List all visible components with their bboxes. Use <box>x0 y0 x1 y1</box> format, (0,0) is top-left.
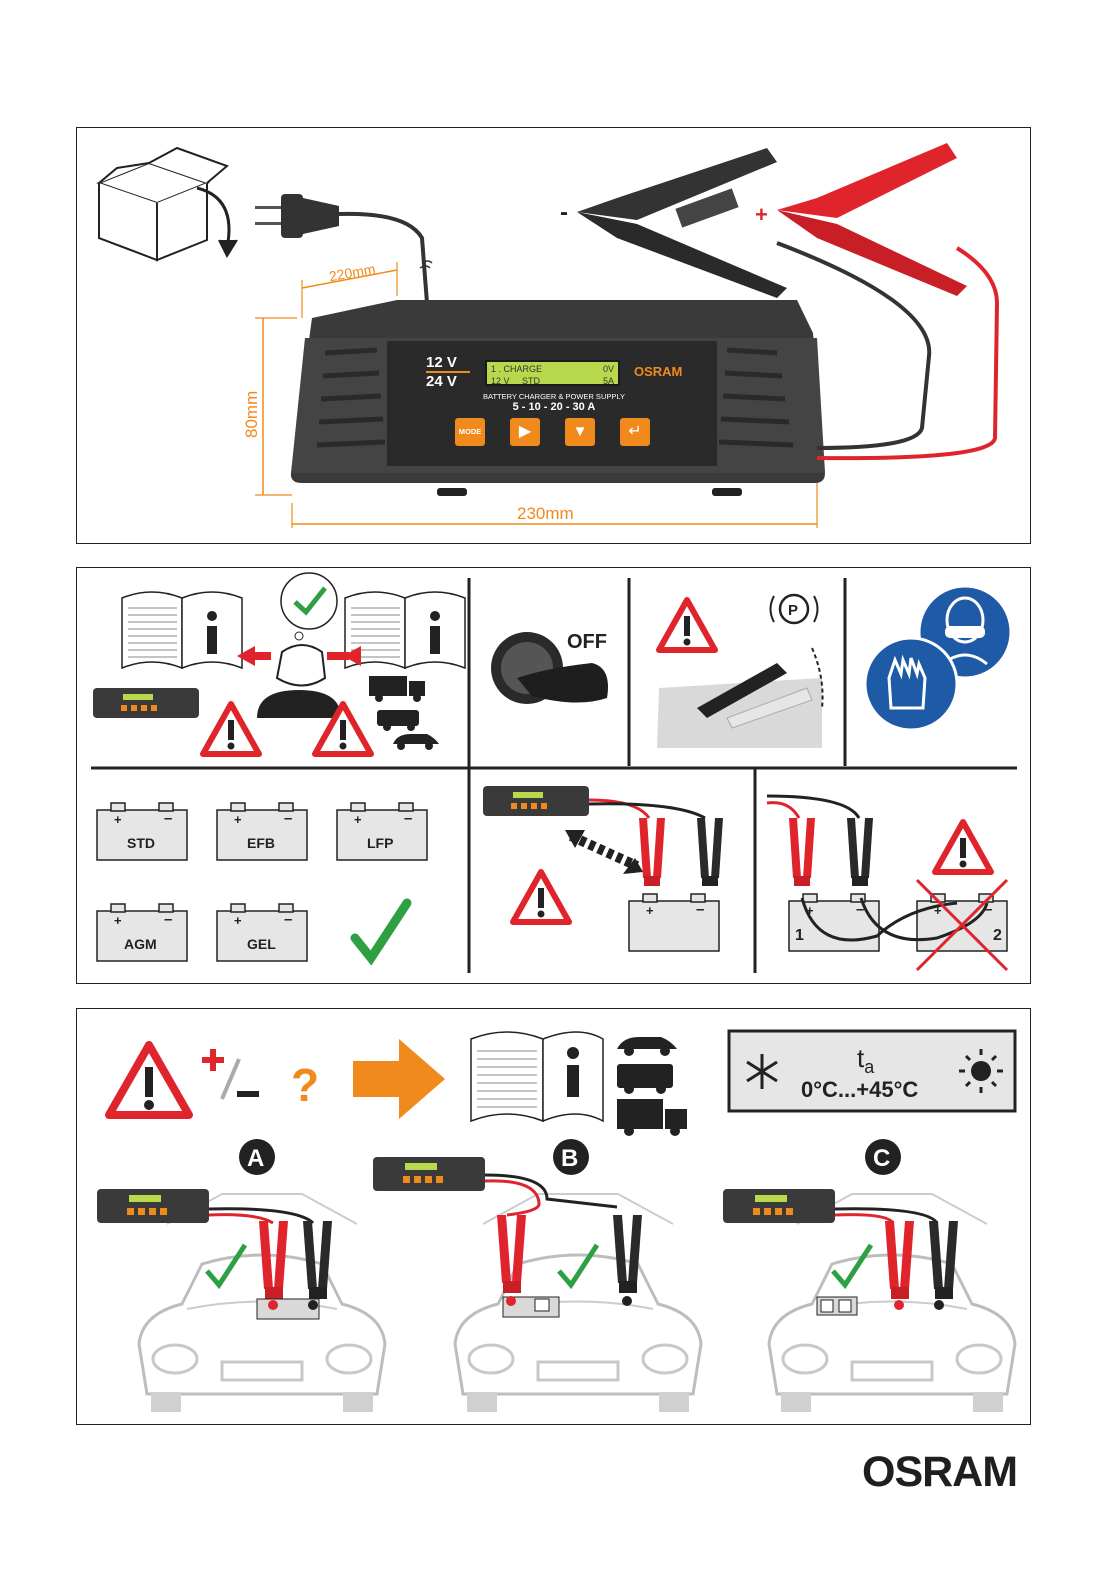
scenario-a-car <box>97 1189 385 1412</box>
scenario-a-label: A <box>247 1145 264 1172</box>
scenario-b-badge: B <box>553 1139 589 1175</box>
distance-arrow-icon <box>565 830 643 874</box>
depth-label: 220mm <box>328 261 377 285</box>
mode-button-label: MODE <box>459 427 482 436</box>
lcd-line2-right: 5A <box>603 375 614 387</box>
footer-brand-logo: OSRAM <box>862 1448 1017 1497</box>
unbox-icon <box>99 148 237 260</box>
voltage-24: 24 V <box>426 373 474 390</box>
battery-type-std: STD <box>127 835 155 851</box>
battery-types: STD EFB LFP AGM GEL <box>97 803 427 961</box>
temp-range: 0°C...+45°C <box>801 1077 918 1102</box>
scenario-a-badge: A <box>239 1139 275 1175</box>
warning-icon <box>513 872 569 922</box>
question-mark: ? <box>291 1059 319 1111</box>
scenario-b-car <box>373 1157 701 1412</box>
gloves-icon <box>865 638 957 730</box>
connection-panel: ? <box>76 1008 1031 1425</box>
down-arrow-button[interactable]: ▼ <box>565 418 595 446</box>
safety-panel: + – <box>76 567 1031 984</box>
temp-symbol-sub: a <box>864 1057 875 1077</box>
mode-button[interactable]: MODE <box>455 418 485 446</box>
lcd-line1-right: 0V <box>603 363 614 375</box>
plus-label: + <box>755 202 768 227</box>
warning-icon <box>109 1045 189 1115</box>
right-arrow-button[interactable]: ▶ <box>510 418 540 446</box>
black-clamp-icon <box>847 818 873 886</box>
battery-type-gel: GEL <box>247 936 276 952</box>
power-plug-icon <box>255 194 432 303</box>
arrow-right-icon <box>353 1039 445 1119</box>
battery-type-agm: AGM <box>124 936 157 952</box>
height-label: 80mm <box>242 391 261 438</box>
polarity-icon <box>202 1049 259 1099</box>
warning-icon <box>935 822 991 872</box>
lcd-line2-left: 12 V STD <box>491 375 540 387</box>
scenario-b-label: B <box>561 1145 578 1172</box>
battery-one-label: 1 <box>795 927 804 944</box>
black-clamp-icon <box>697 818 723 886</box>
ignition-off-label: OFF <box>567 631 607 653</box>
red-cable <box>817 248 997 458</box>
red-clamp-icon <box>639 818 665 886</box>
scenario-c-badge: C <box>865 1139 901 1175</box>
height-dimension: 80mm <box>242 318 297 495</box>
battery-type-efb: EFB <box>247 835 275 851</box>
red-clamp-icon <box>789 818 815 886</box>
lcd-line1-left: 1 . CHARGE <box>491 363 542 375</box>
charger-brand: OSRAM <box>634 364 682 379</box>
vehicles-icon <box>369 676 439 750</box>
connection-illustration: ? <box>77 1009 1032 1426</box>
check-icon <box>355 903 407 958</box>
charger-amps: 5 - 10 - 20 - 30 A <box>469 401 639 413</box>
scenario-c-car <box>723 1189 1015 1412</box>
enter-button[interactable]: ↵ <box>620 418 650 446</box>
right-arrow-icon: ▶ <box>519 423 531 440</box>
warning-icon <box>659 600 715 650</box>
mini-charger-icon <box>483 786 589 816</box>
minus-label: - <box>560 199 568 226</box>
battery-icon <box>629 894 719 951</box>
scenario-c-label: C <box>873 1145 890 1172</box>
manual-icon <box>471 1032 603 1121</box>
voltage-indicator: 12 V 24 V <box>426 354 474 390</box>
down-arrow-icon: ▼ <box>573 423 588 440</box>
battery-type-lfp: LFP <box>367 835 393 851</box>
voltage-12: 12 V <box>426 354 474 371</box>
mini-charger-icon <box>93 688 199 718</box>
enter-icon: ↵ <box>628 423 641 440</box>
width-label: 230mm <box>517 504 574 523</box>
vehicles-icon <box>617 1037 687 1136</box>
warning-icon <box>203 704 259 754</box>
overview-panel: 220mm 80mm 230mm <box>76 127 1031 544</box>
battery-two-label: 2 <box>993 927 1002 944</box>
charger-subtitle: BATTERY CHARGER & POWER SUPPLY <box>469 392 639 401</box>
parking-p-label: P <box>788 602 798 619</box>
safety-illustration: + – <box>77 568 1032 985</box>
overview-illustration: 220mm 80mm 230mm <box>77 128 1032 545</box>
lcd-display: 1 . CHARGE 0V 12 V STD 5A <box>485 360 620 386</box>
red-clamp-icon <box>777 143 967 296</box>
